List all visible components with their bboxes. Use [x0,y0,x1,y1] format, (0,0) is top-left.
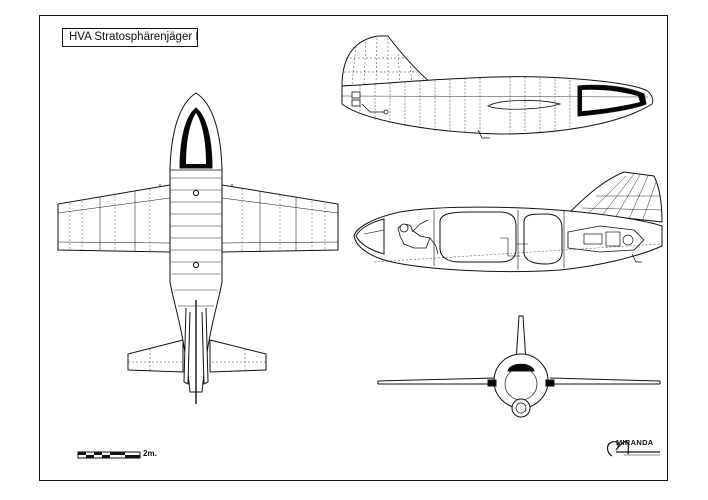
front-wings [377,377,661,385]
fuel-tank-rear [523,213,563,265]
fuel-tank-front [439,211,517,263]
right-tailplane [209,339,267,373]
front-rocket-right [545,379,555,387]
drawing-frame [39,15,668,481]
logo-text: MIRANDA [616,438,654,447]
drawing-title: HVA Stratosphärenjäger I [62,28,199,47]
front-view [377,315,661,418]
vertical-fin [341,35,434,87]
wing-panel-lines [57,191,339,251]
cutaway-view [353,171,663,273]
side-view [341,35,654,139]
top-view [57,92,339,404]
side-frames [359,77,571,134]
cockpit-nose [355,218,385,255]
scale-bar [77,451,141,459]
side-hatch [487,100,562,110]
scale-label: 2m. [143,449,157,458]
front-rocket-left [487,379,497,387]
wing-rib-lines [69,189,326,251]
fuselage-frames [170,177,222,307]
front-nozzle [511,398,531,418]
fuselage-port-icon [192,261,200,269]
left-tailplane [127,339,184,373]
signature-logo-icon [606,440,660,457]
fuselage-port-icon [192,189,200,197]
